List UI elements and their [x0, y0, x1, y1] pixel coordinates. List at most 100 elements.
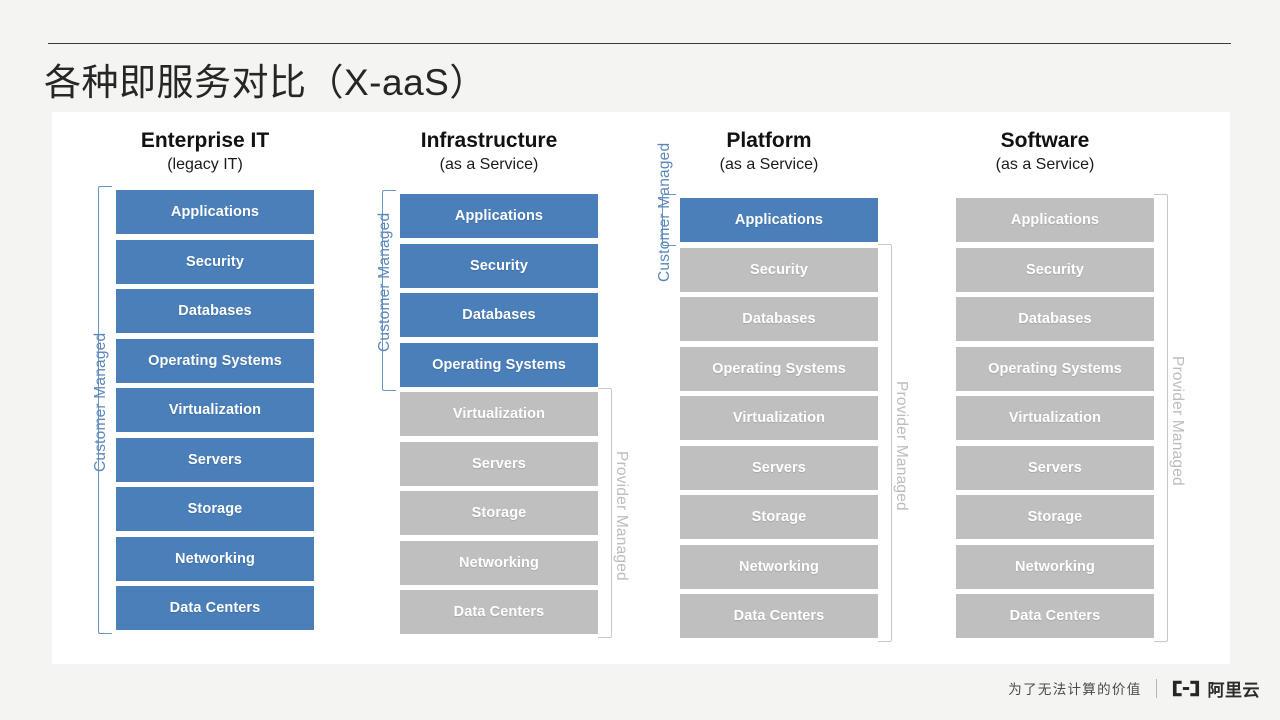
column-title: Enterprise IT — [140, 129, 270, 152]
footer-slogan: 为了无法计算的价值 — [1008, 682, 1142, 697]
layer-label: Storage — [471, 505, 527, 521]
layer-box-databases[interactable]: Databases — [956, 297, 1154, 341]
layer-label: Virtualization — [1008, 410, 1102, 426]
layer-box-security[interactable]: Security — [400, 243, 598, 288]
layer-label: Storage — [187, 501, 243, 517]
layer-label: Operating Systems — [988, 360, 1122, 377]
layer-label: Networking — [739, 558, 819, 575]
layer-box-networking[interactable]: Networking — [116, 536, 314, 581]
layer-box-servers[interactable]: Servers — [680, 445, 878, 490]
provider-managed-label-infrastructure-as-a-service: Provider Managed — [613, 451, 630, 581]
layer-label: Applications — [454, 208, 544, 224]
layer-label: Databases — [1018, 311, 1092, 327]
layer-box-servers[interactable]: Servers — [116, 437, 314, 482]
layer-box-data-centers[interactable]: Data Centers — [400, 590, 598, 634]
layer-box-operating-systems[interactable]: Operating Systems — [680, 346, 878, 391]
layer-box-databases[interactable]: Databases — [116, 289, 314, 333]
layer-box-data-centers[interactable]: Data Centers — [680, 594, 878, 638]
layer-box-virtualization[interactable]: Virtualization — [680, 396, 878, 440]
layer-label: Virtualization — [452, 406, 546, 422]
layer-label: Servers — [188, 451, 242, 468]
layer-box-data-centers[interactable]: Data Centers — [956, 594, 1154, 638]
layer-box-networking[interactable]: Networking — [956, 544, 1154, 589]
column-header-software-as-a-service: Software (as a Service) — [908, 128, 1182, 176]
layer-label: Databases — [178, 303, 252, 319]
column-subtitle: (legacy IT) — [167, 156, 243, 173]
layer-box-applications[interactable]: Applications — [400, 194, 598, 238]
layer-label: Networking — [175, 550, 255, 567]
layer-box-security[interactable]: Security — [116, 239, 314, 284]
layer-label: Operating Systems — [148, 352, 282, 369]
layer-box-servers[interactable]: Servers — [400, 441, 598, 486]
layer-label: Networking — [459, 554, 539, 571]
layer-label: Virtualization — [732, 410, 826, 426]
layer-box-virtualization[interactable]: Virtualization — [956, 396, 1154, 440]
footer-divider — [1155, 678, 1157, 698]
layer-box-applications[interactable]: Applications — [116, 190, 314, 234]
customer-managed-label-platform-as-a-service: Customer Managed — [656, 142, 673, 282]
layer-label: Data Centers — [453, 604, 545, 620]
layer-label: Servers — [472, 455, 526, 472]
layer-box-applications[interactable]: Applications — [956, 198, 1154, 242]
layer-label: Applications — [734, 212, 824, 228]
provider-managed-label-platform-as-a-service: Provider Managed — [893, 380, 910, 511]
column-subtitle: (as a Service) — [995, 156, 1095, 173]
footer-branding: 为了无法计算的价值 阿里云 — [1008, 674, 1260, 702]
layer-label: Data Centers — [1009, 608, 1101, 624]
column-subtitle: (as a Service) — [719, 156, 819, 173]
layer-box-applications[interactable]: Applications — [680, 198, 878, 242]
layer-box-databases[interactable]: Databases — [400, 293, 598, 337]
customer-managed-bracket-enterprise-it — [98, 186, 112, 634]
column-title: Infrastructure — [420, 129, 558, 152]
provider-managed-bracket-platform-as-a-service — [878, 243, 892, 642]
customer-managed-bracket-platform-as-a-service — [662, 194, 676, 246]
layer-label: Security — [1025, 261, 1085, 278]
provider-managed-label-software-as-a-service: Provider Managed — [1169, 356, 1186, 486]
column-header-enterprise-it: Enterprise IT (legacy IT) — [68, 128, 342, 176]
layer-label: Networking — [1015, 558, 1095, 575]
layer-box-networking[interactable]: Networking — [400, 540, 598, 585]
layer-label: Security — [185, 253, 245, 270]
layer-box-operating-systems[interactable]: Operating Systems — [116, 338, 314, 383]
customer-managed-bracket-infrastructure-as-a-service — [382, 190, 396, 391]
layer-label: Operating Systems — [712, 360, 846, 377]
layer-box-networking[interactable]: Networking — [680, 544, 878, 589]
layer-box-data-centers[interactable]: Data Centers — [116, 586, 314, 630]
column-title: Platform — [726, 129, 812, 152]
provider-managed-bracket-software-as-a-service — [1154, 194, 1168, 642]
brand-name: 阿里云 — [1207, 680, 1260, 700]
layer-label: Storage — [751, 509, 807, 525]
layer-box-virtualization[interactable]: Virtualization — [400, 392, 598, 436]
layer-label: Applications — [170, 204, 260, 220]
layer-label: Applications — [1010, 212, 1100, 228]
layer-label: Data Centers — [733, 608, 825, 624]
customer-managed-label-enterprise-it: Customer Managed — [92, 332, 109, 472]
column-subtitle: (as a Service) — [439, 156, 539, 173]
layer-label: Security — [749, 261, 809, 278]
brand-lockup: 阿里云 — [1171, 676, 1261, 701]
layer-label: Operating Systems — [432, 356, 566, 373]
layer-label: Virtualization — [168, 402, 262, 418]
layer-box-security[interactable]: Security — [956, 247, 1154, 292]
provider-managed-bracket-infrastructure-as-a-service — [598, 388, 612, 638]
layer-box-security[interactable]: Security — [680, 247, 878, 292]
layer-box-storage[interactable]: Storage — [116, 487, 314, 531]
layer-label: Servers — [1028, 459, 1082, 476]
layer-box-operating-systems[interactable]: Operating Systems — [956, 346, 1154, 391]
layer-box-storage[interactable]: Storage — [400, 491, 598, 535]
column-header-platform-as-a-service: Platform (as a Service) — [632, 128, 906, 176]
column-header-infrastructure-as-a-service: Infrastructure (as a Service) — [352, 128, 626, 176]
column-title: Software — [1000, 129, 1090, 152]
layer-box-operating-systems[interactable]: Operating Systems — [400, 342, 598, 387]
layer-box-virtualization[interactable]: Virtualization — [116, 388, 314, 432]
layer-box-storage[interactable]: Storage — [680, 495, 878, 539]
layer-box-databases[interactable]: Databases — [680, 297, 878, 341]
title-divider-rule — [48, 43, 1231, 44]
layer-label: Storage — [1027, 509, 1083, 525]
layer-label: Data Centers — [169, 600, 261, 616]
layer-label: Databases — [742, 311, 816, 327]
customer-managed-label-infrastructure-as-a-service: Customer Managed — [376, 212, 393, 353]
layer-box-storage[interactable]: Storage — [956, 495, 1154, 539]
layer-box-servers[interactable]: Servers — [956, 445, 1154, 490]
